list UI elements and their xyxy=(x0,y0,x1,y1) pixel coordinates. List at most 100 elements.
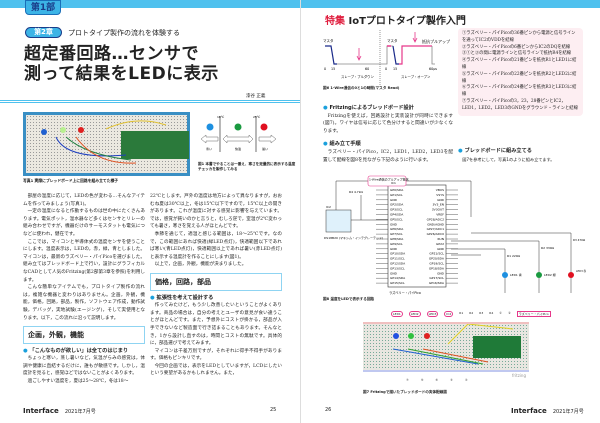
paragraph: ちょっと寒い，蒸し暑いなど，気温がらみの感覚は，体調や健康に直結するだけに，誰も… xyxy=(23,356,145,377)
chapter-badge: 第2章 xyxy=(25,27,62,38)
subsection-heading: 「こんなものが欲しい」は全てのはじまり xyxy=(23,348,145,356)
note: 1-Wire通信のプルアップ抵抗 xyxy=(369,177,409,182)
pin-label: GP11/SCL xyxy=(390,257,405,261)
label: LED2 xyxy=(408,311,421,317)
led-red xyxy=(568,272,574,278)
label: スレーブ・オープン xyxy=(401,74,431,79)
label: LED2 緑 xyxy=(544,272,556,277)
threshold-25: 25℃ xyxy=(253,115,261,119)
pin-label: GP4/SDA xyxy=(390,213,404,217)
figure-8-caption: 図8 温度をLEDで表示する回路 xyxy=(323,297,375,301)
left-page: 第1部 第2章 プロトタイプ製作の流れを体験する 超定番回路…センサで 測って結… xyxy=(0,0,300,423)
label: ⑥ xyxy=(435,378,439,382)
paragraph: 作ってみたけど，もう少し改善したいということがよくあります。商品の場合は，自分の… xyxy=(150,303,282,347)
pin-label: GP20/SDA xyxy=(429,257,445,261)
top-bar xyxy=(0,0,300,8)
subsection-heading: ブレッドボードに組み立てる xyxy=(458,148,588,156)
pin-label: GP12/SDA xyxy=(390,262,406,266)
paragraph: ラズベリー・パイPico，IC2，LED1，LED2，LED3を配置して配線を図… xyxy=(323,149,453,163)
pin-label: GP9/SCL xyxy=(390,242,403,246)
subsection-heading: 組み立て手順 xyxy=(323,141,453,149)
wires xyxy=(55,120,167,164)
label: DS18B20 (マキシム・インテグレーテッド) xyxy=(324,235,383,240)
label: LED1 青 xyxy=(510,272,522,277)
pin-label: GP5/SCL xyxy=(390,217,403,221)
column-2: 22℃とします。戸外の温度は地方によって異なりますが，おおむね夏は30℃以上，冬… xyxy=(150,193,282,378)
label: R1 220Ω xyxy=(507,254,521,258)
section-assembly: ブレッドボードに組み立てる 図7を参考にして，写真1のように組み立てます。 xyxy=(458,146,588,163)
subtitle: プロトタイプ製作の流れを体験する xyxy=(68,29,180,37)
pin-label: GND/AGND xyxy=(427,222,444,226)
issue: 2021年7月号 xyxy=(552,409,584,415)
right-page: 特集 IoTプロトタイプ製作入門 マスタ マスタ 抵抗プルアップ 0 15 60… xyxy=(300,0,600,423)
column-1: 部屋の温度に応じて，LEDの色が変わる…そんなアイテムを作ってみましょう(写真1… xyxy=(23,193,145,386)
pico-board xyxy=(473,336,521,358)
part-badge: 第1部 xyxy=(25,0,61,15)
title-line: 超定番回路…センサで xyxy=(24,44,199,64)
pin-label: GP28/ADC2 xyxy=(427,217,444,221)
label: R2 330Ω xyxy=(541,246,555,250)
magazine-brand: Interface xyxy=(23,407,59,415)
article-title: 超定番回路…センサで 測って結果をLEDに表示 xyxy=(24,44,219,84)
label: ③ xyxy=(450,378,453,382)
label-comfort: 快適 xyxy=(235,146,241,151)
feature-tag: 特集 xyxy=(325,16,345,27)
label: R4 xyxy=(489,311,494,315)
pin-label: GP7/SCL xyxy=(390,232,403,236)
pin-label: GP22 xyxy=(436,242,444,246)
tick: 60 xyxy=(365,67,369,71)
pin-label: 3V3OUT xyxy=(432,208,444,212)
footer: Interface 2021年7月号 xyxy=(511,407,584,415)
pin-label: GP18/SDA xyxy=(429,266,445,270)
label: R3 xyxy=(479,311,484,315)
paragraph: 過ごしやすい温度を，夏は25～28℃，冬は18～ xyxy=(27,379,129,385)
tick: 15 xyxy=(393,67,397,71)
pin-label: GND xyxy=(390,271,398,275)
pin-label: GP26/ADC0 xyxy=(427,232,444,236)
step: ③①と②の間に電源ラインと信号ラインで抵抗R4を結線 xyxy=(462,51,572,57)
paragraph: 22℃とします。戸外の温度は地方によって異なりますが，おおむね夏は30℃以上，冬… xyxy=(150,194,282,230)
magazine-brand: Interface xyxy=(511,407,547,415)
label: R4 4.7kΩ xyxy=(349,190,363,194)
figure-1-diagram: 18℃ 25℃ 寒い 快適 暑い xyxy=(200,115,277,152)
figure-6-timing: マスタ マスタ 抵抗プルアップ 0 15 60 0 15 60μs スレーブ・プ… xyxy=(323,30,450,88)
pin-label: GP15/SCL xyxy=(390,281,405,285)
label: R1 xyxy=(459,311,464,315)
top-bar xyxy=(301,0,600,8)
pin-label: GND xyxy=(437,198,445,202)
label: マスタ xyxy=(323,38,334,43)
pin-label: GP6/SDA xyxy=(390,227,404,231)
step: ①ラズベリー・パイPicoの36番ピンから電源と信号ラインを通ってIC2のVDD… xyxy=(462,31,576,43)
led-blue xyxy=(502,272,508,278)
pin-label: GND xyxy=(437,271,445,275)
arrow-right-icon xyxy=(258,134,277,144)
pin-label: GP14/SDA xyxy=(390,276,406,280)
pin-label: GND xyxy=(390,222,398,226)
pin-label: GP0/SDA xyxy=(390,188,404,192)
pin-label: GND xyxy=(390,198,398,202)
step: ⑤ラズベリー・パイPicoの22番ピンを抵抗R2とLED2に結線 xyxy=(462,71,577,84)
arrow-both-icon xyxy=(222,134,254,144)
paragraph: 季節を通じて，適温と感じる範囲は，18～25℃です。なので，この範囲にあれば快適… xyxy=(150,231,282,260)
paragraph: マイコンは千差万別ですが，それぞれに得手不得手があります。価格もピンキリです。 xyxy=(150,348,282,362)
red-dot xyxy=(260,123,268,131)
threshold-18: 18℃ xyxy=(217,115,225,119)
label-cold: 寒い xyxy=(206,146,212,151)
label: R2 xyxy=(469,311,474,315)
label: ② xyxy=(507,311,511,315)
sensor-chip xyxy=(325,209,352,233)
pin-label: GP16/SDA xyxy=(429,281,445,285)
label: LED3 xyxy=(426,311,439,317)
led-green xyxy=(536,272,542,278)
paragraph: 図7を参考にして，写真1のように組み立てます。 xyxy=(462,156,555,162)
figure-1-caption: 図1 本書でやることは一番え、寒さを定量的に表示する温度チェッカを製作してみる xyxy=(198,162,296,171)
label: ⑦ xyxy=(406,378,409,382)
label: IC2 xyxy=(326,205,331,209)
label: LED3 赤 xyxy=(576,269,587,273)
paragraph: ここでは，マイコンと半導体式の温度センサを使うことにします。温度表示は，LEDの… xyxy=(23,239,145,283)
pin-label: VBUS xyxy=(436,188,444,192)
fritzing-watermark: fritzing xyxy=(511,373,526,378)
pico-chip xyxy=(387,184,447,288)
subsection-heading: 拡張性を考えて設計する xyxy=(150,295,282,303)
